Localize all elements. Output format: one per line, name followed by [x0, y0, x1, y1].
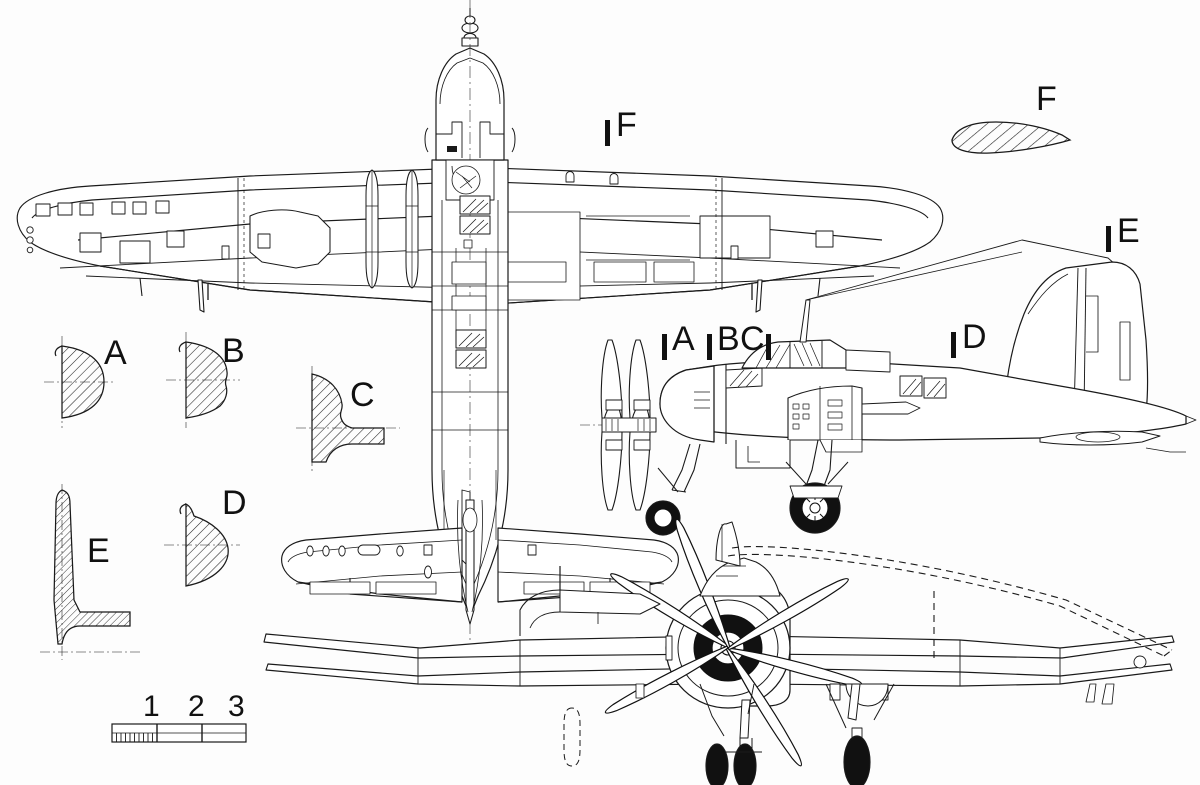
station-tick-C [766, 334, 771, 360]
front-view [263, 516, 1175, 785]
scale-number-1: 1 [143, 690, 160, 723]
station-label-F: F [616, 106, 637, 144]
cross-section-E [40, 484, 142, 660]
station-tick-F [605, 120, 610, 146]
plan-view [16, 0, 944, 640]
cross-section-B [166, 332, 240, 428]
cross-section-D [164, 502, 240, 587]
tail-wheel-side [645, 443, 701, 536]
section-label-D: D [222, 484, 247, 522]
station-tick-D [951, 332, 956, 358]
side-view [580, 239, 1197, 536]
section-label-A: A [104, 334, 127, 372]
station-tick-B [707, 334, 712, 360]
section-label-E: E [87, 532, 110, 570]
station-label-B: B [717, 320, 740, 358]
scale-number-3: 3 [228, 690, 245, 723]
section-label-B: B [222, 332, 245, 370]
station-label-A: A [672, 320, 695, 358]
station-label-E: E [1117, 212, 1140, 250]
station-tick-E [1106, 226, 1111, 252]
section-label-F: F [1036, 80, 1057, 118]
station-label-D: D [962, 318, 987, 356]
propeller-side [580, 339, 657, 511]
scale-number-2: 2 [188, 690, 205, 723]
station-label-C: C [740, 320, 765, 358]
cross-section-C [296, 366, 400, 472]
station-tick-A [662, 334, 667, 360]
main-gear-side [785, 439, 849, 534]
main-gear-front-right [825, 683, 895, 785]
scale-bar-graphic [111, 723, 247, 743]
cross-section-F-airfoil [951, 121, 1072, 154]
section-label-C: C [350, 376, 375, 414]
cross-section-A [44, 336, 114, 428]
main-gear-front-left [699, 683, 762, 785]
